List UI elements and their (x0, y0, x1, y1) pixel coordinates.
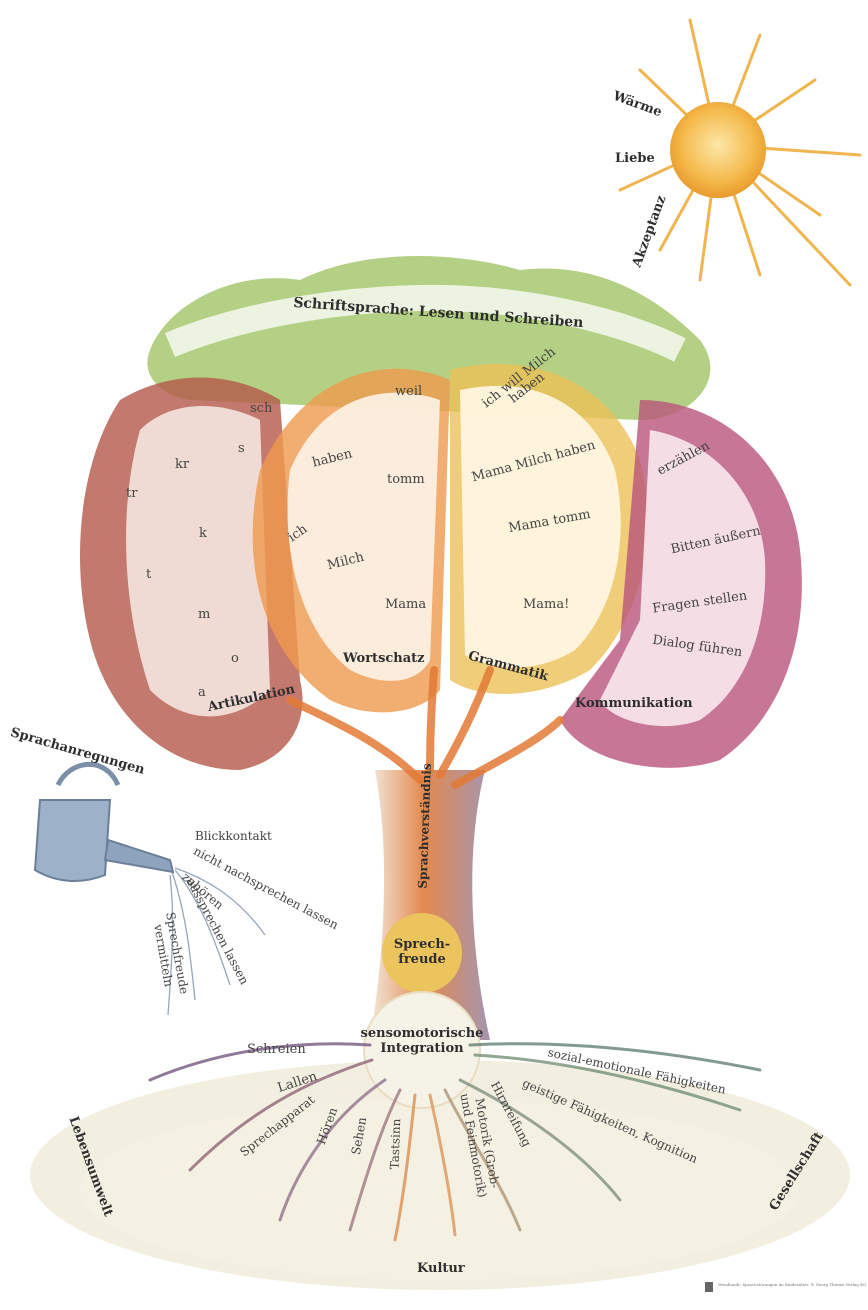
sound-s: s (238, 442, 245, 455)
sound-kr: kr (175, 458, 189, 471)
watering-item-1: Blickkontakt (195, 830, 272, 842)
word-tomm: tomm (387, 473, 425, 486)
sound-a: a (198, 686, 206, 699)
publisher-logo (705, 1282, 713, 1292)
sound-t: t (146, 568, 151, 581)
word-mama: Mama (385, 598, 426, 611)
integration-label: sensomotorische Integration (357, 1027, 487, 1057)
footer-credit: Wendlandt: Sprachstörungen im Kindesalte… (718, 1283, 866, 1287)
sound-tr: tr (126, 487, 137, 500)
sound-m: m (198, 608, 210, 621)
root-6: Tastsinn (388, 1118, 402, 1169)
ground-bottom: Kultur (417, 1262, 465, 1275)
watering-can-icon (35, 764, 173, 881)
sound-k: k (199, 527, 207, 540)
vocabulary-title: Wortschatz (343, 652, 425, 665)
speech-joy-label: Sprech- freude (382, 938, 462, 968)
sound-sch: sch (250, 402, 272, 415)
communication-title: Kommunikation (575, 697, 693, 710)
root-1: Schreien (247, 1043, 306, 1056)
sentence-4: Mama! (523, 598, 569, 611)
sun-word-love: Liebe (615, 152, 655, 165)
word-weil: weil (395, 385, 422, 398)
sound-o: o (231, 652, 239, 665)
